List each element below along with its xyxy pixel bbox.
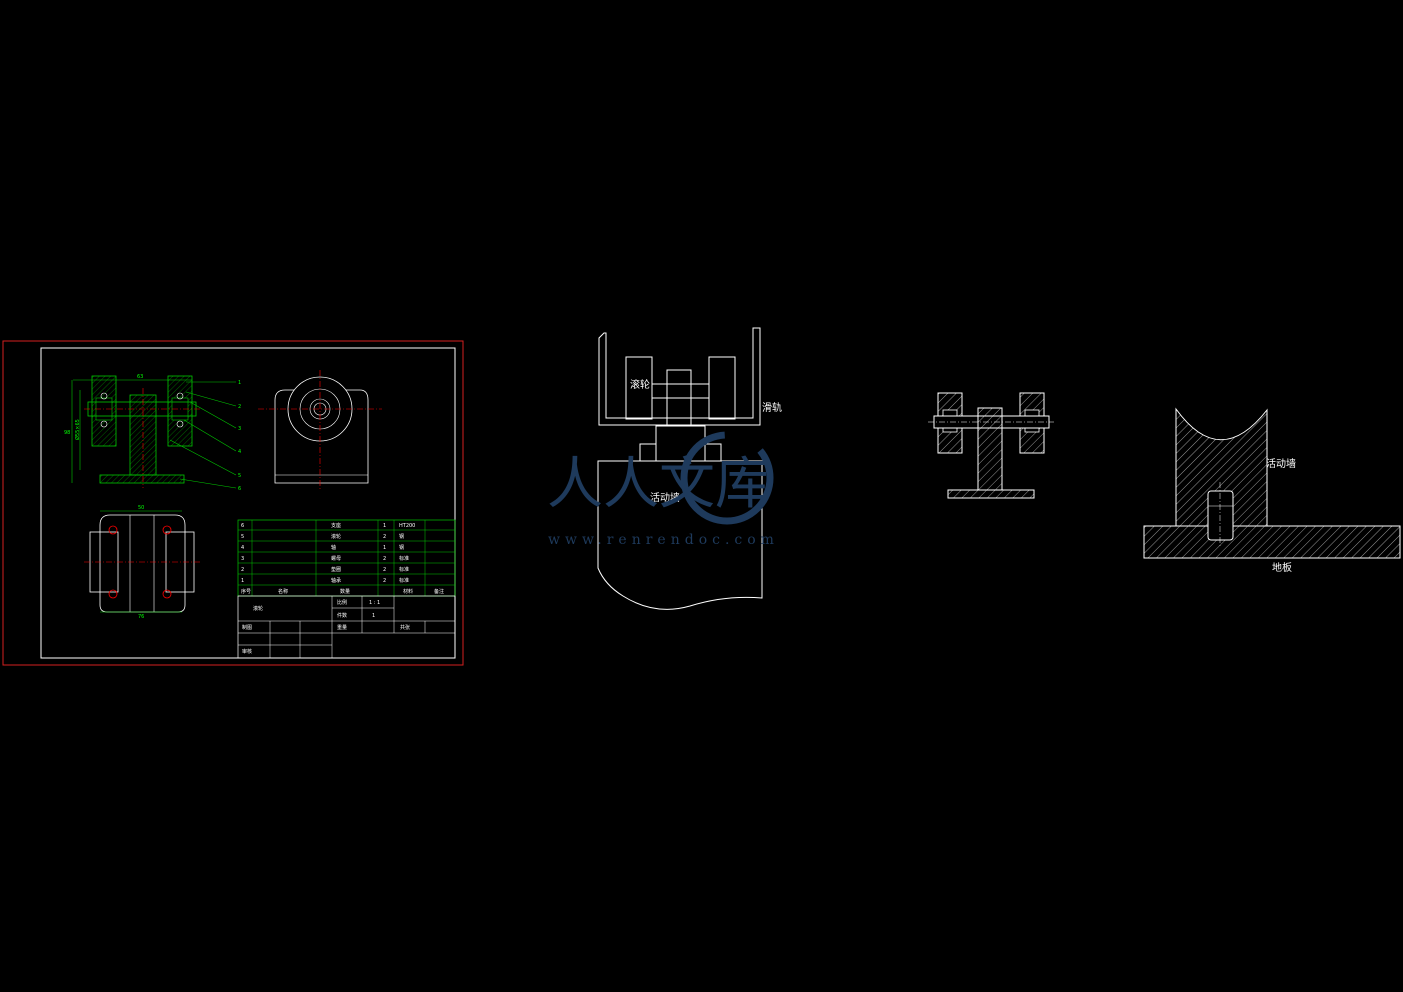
- bom-cell: 轴承: [331, 577, 341, 584]
- watermark: 人人文库 www.renrendoc.com: [547, 431, 779, 548]
- title-block-qty: 1: [372, 613, 375, 619]
- bom-cell: 5: [241, 534, 244, 540]
- watermark-url: www.renrendoc.com: [548, 532, 779, 548]
- balloon-1: 1: [238, 380, 241, 386]
- bom-row: 1 轴承 2 标准: [241, 577, 409, 584]
- bom-cell: 1: [383, 545, 386, 551]
- bom-cell: 轴: [331, 544, 336, 551]
- balloon-2: 2: [238, 404, 241, 410]
- title-block-qty-label: 件数: [337, 612, 347, 619]
- bom-row: 2 垫圈 2 标准: [241, 566, 409, 573]
- bom-row: 3 螺母 2 标准: [241, 555, 409, 562]
- title-block-checked: 审核: [242, 648, 252, 655]
- bom-header-cell: 名称: [278, 588, 288, 595]
- title-block-drawn: 制图: [242, 624, 252, 631]
- bom-table: 6 支座 1 HT200 5 滚轮 2 钢 4 轴 1 钢 3 螺母 2 标: [237, 519, 456, 597]
- bom-cell: 钢: [399, 533, 404, 540]
- bom-header-cell: 数量: [340, 588, 350, 595]
- bom-cell: 2: [241, 567, 244, 573]
- bom-cell: 1: [241, 578, 244, 584]
- bom-row: 6 支座 1 HT200: [241, 522, 415, 529]
- bom-cell: HT200: [399, 523, 415, 529]
- balloon-6: 6: [238, 486, 241, 492]
- bom-cell: 垫圈: [331, 566, 341, 573]
- outer-frame: [2, 340, 464, 666]
- bom-cell: 标准: [399, 577, 409, 584]
- bom-cell: 2: [383, 534, 386, 540]
- floor-label: 地板: [1272, 561, 1292, 574]
- roller-label: 滚轮: [630, 378, 650, 391]
- dim-top-width: 63: [137, 374, 143, 380]
- assembly-sheet: 63 98 Ø55×65: [2, 340, 464, 666]
- bom-cell: 螺母: [331, 555, 341, 562]
- bom-header-row: 序号 名称 数量 材料 备注: [241, 588, 444, 595]
- roller-section-detail: [928, 392, 1054, 499]
- title-block-scale: 1 : 1: [369, 600, 380, 606]
- title-block-sheet-label: 共张: [400, 624, 410, 631]
- rail-label: 滑轨: [762, 401, 782, 414]
- plan-view: 50 76: [84, 505, 200, 620]
- bom-cell: 6: [241, 523, 244, 529]
- balloon-5: 5: [238, 473, 241, 479]
- bom-row: 5 滚轮 2 钢: [241, 533, 404, 540]
- bom-cell: 3: [241, 556, 244, 562]
- dim-plan-bottom: 76: [138, 614, 144, 620]
- rail-wall-sketch: 滚轮 滑轨 活动墙: [597, 327, 782, 610]
- bom-row: 4 轴 1 钢: [241, 544, 404, 551]
- dim-plan-top: 50: [138, 505, 144, 511]
- bom-cell: 1: [383, 523, 386, 529]
- dim-bearing: Ø55×65: [74, 419, 81, 440]
- bom-cell: 标准: [399, 566, 409, 573]
- title-block-title: 滚轮: [253, 605, 263, 612]
- side-view: [258, 370, 382, 490]
- wall-label: 活动墙: [650, 491, 680, 504]
- bom-cell: 滚轮: [331, 533, 341, 540]
- bom-cell: 2: [383, 556, 386, 562]
- balloon-4: 4: [238, 449, 241, 455]
- title-block-scale-label: 比例: [337, 599, 347, 606]
- balloon-3: 3: [238, 426, 241, 432]
- bom-cell: 标准: [399, 555, 409, 562]
- wall-floor-section: 活动墙 地板: [1143, 407, 1401, 574]
- bom-cell: 2: [383, 567, 386, 573]
- bom-header-cell: 备注: [434, 588, 444, 595]
- bom-header-cell: 序号: [241, 588, 251, 595]
- wall-label-section: 活动墙: [1266, 457, 1296, 470]
- title-block: 滚轮 比例 1 : 1 件数 1 重量 共张 制图 审核: [237, 595, 456, 659]
- title-block-weight-label: 重量: [337, 624, 347, 631]
- front-section-view: 63 98 Ø55×65: [64, 374, 241, 492]
- dim-height: 98: [64, 430, 70, 436]
- bom-cell: 钢: [399, 544, 404, 551]
- bom-cell: 4: [241, 545, 244, 551]
- bom-cell: 支座: [331, 522, 341, 529]
- bom-cell: 2: [383, 578, 386, 584]
- bom-header-cell: 材料: [403, 588, 413, 595]
- watermark-brand: 人人文库: [547, 452, 771, 517]
